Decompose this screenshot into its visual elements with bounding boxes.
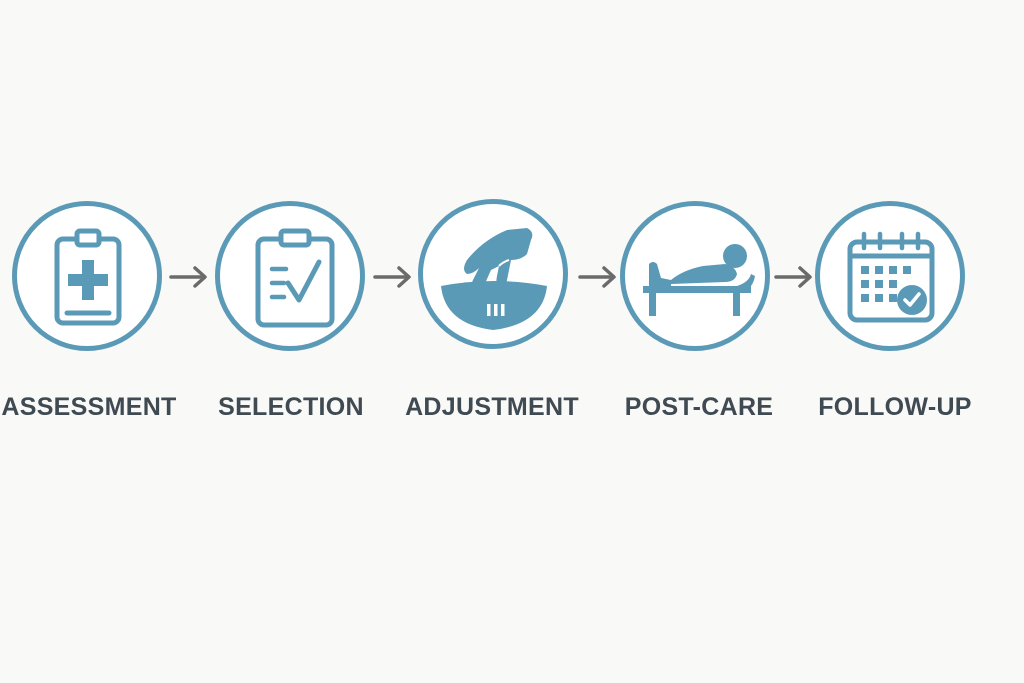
calendar-check-icon [847,231,935,323]
step-label-assessment: ASSESSMENT [1,393,177,421]
step-label-selection: SELECTION [218,393,364,421]
clipboard-checklist-icon [255,228,335,328]
clipboard-medical-cross-icon [54,228,122,326]
step-label-follow-up: FOLLOW-UP [818,393,972,421]
patient-resting-bed-icon [643,244,755,316]
step-label-adjustment: ADJUSTMENT [405,393,579,421]
step-adjustment-circle [418,199,568,349]
step-post-care-circle [620,201,770,351]
arrow-right-icon [372,264,414,290]
hand-pressing-cushion-icon [441,228,547,330]
step-follow-up-circle [815,201,965,351]
arrow-right-icon [577,264,619,290]
arrow-right-icon [168,264,210,290]
step-assessment-circle [12,201,162,351]
step-label-post-care: POST-CARE [624,393,774,421]
step-selection-circle [215,201,365,351]
arrow-right-icon [773,264,815,290]
